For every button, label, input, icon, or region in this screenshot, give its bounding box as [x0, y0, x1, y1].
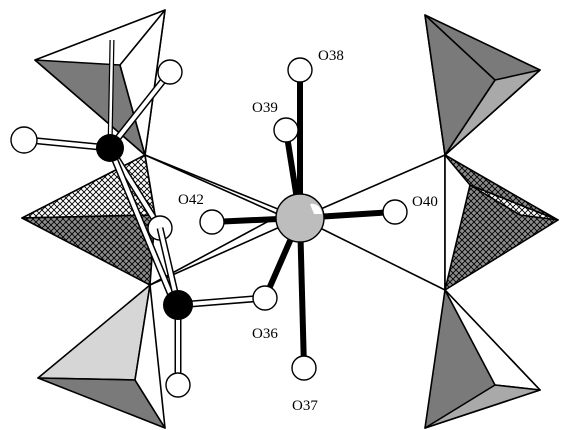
left-upper-black-atom: [96, 134, 124, 162]
label-o36: O36: [252, 326, 278, 342]
right-middle-hatched-octahedron: [444, 154, 559, 291]
right-polyhedra-chain: [424, 14, 559, 429]
oxygen-atom-o37: [291, 355, 317, 381]
oxygen-atom-o42: [199, 209, 225, 235]
oxygen-atom-o39: [273, 117, 299, 143]
label-o42: O42: [178, 192, 204, 208]
left-bottom-tetrahedron: [37, 284, 166, 429]
central-metal-atom: [275, 193, 325, 243]
left-polyhedra-chain: [21, 9, 281, 429]
left-top-tetrahedron: [34, 9, 166, 156]
central-coordination-polyhedron-edges: [144, 154, 446, 291]
left-lower-black-atom: [163, 290, 193, 320]
left-lower-white-atom-bottom: [165, 372, 191, 398]
label-o37: O37: [292, 398, 318, 414]
oxygen-atom-o40: [382, 199, 408, 225]
right-bottom-tetrahedron: [424, 289, 541, 429]
left-upper-molecule: [10, 39, 183, 307]
oxygen-labels: O38 O39 O42 O40 O36 O37: [178, 48, 438, 414]
oxygen-atoms: [199, 57, 408, 381]
oxygen-atom-o38: [287, 57, 313, 83]
oxygen-atom-o36: [252, 285, 278, 311]
left-upper-white-atom-left: [10, 126, 38, 154]
label-o38: O38: [318, 48, 344, 64]
right-top-tetrahedron: [424, 14, 541, 156]
left-upper-white-atom-top: [157, 59, 183, 85]
label-o39: O39: [252, 100, 278, 116]
label-o40: O40: [412, 194, 438, 210]
left-lower-molecule: [156, 227, 266, 398]
